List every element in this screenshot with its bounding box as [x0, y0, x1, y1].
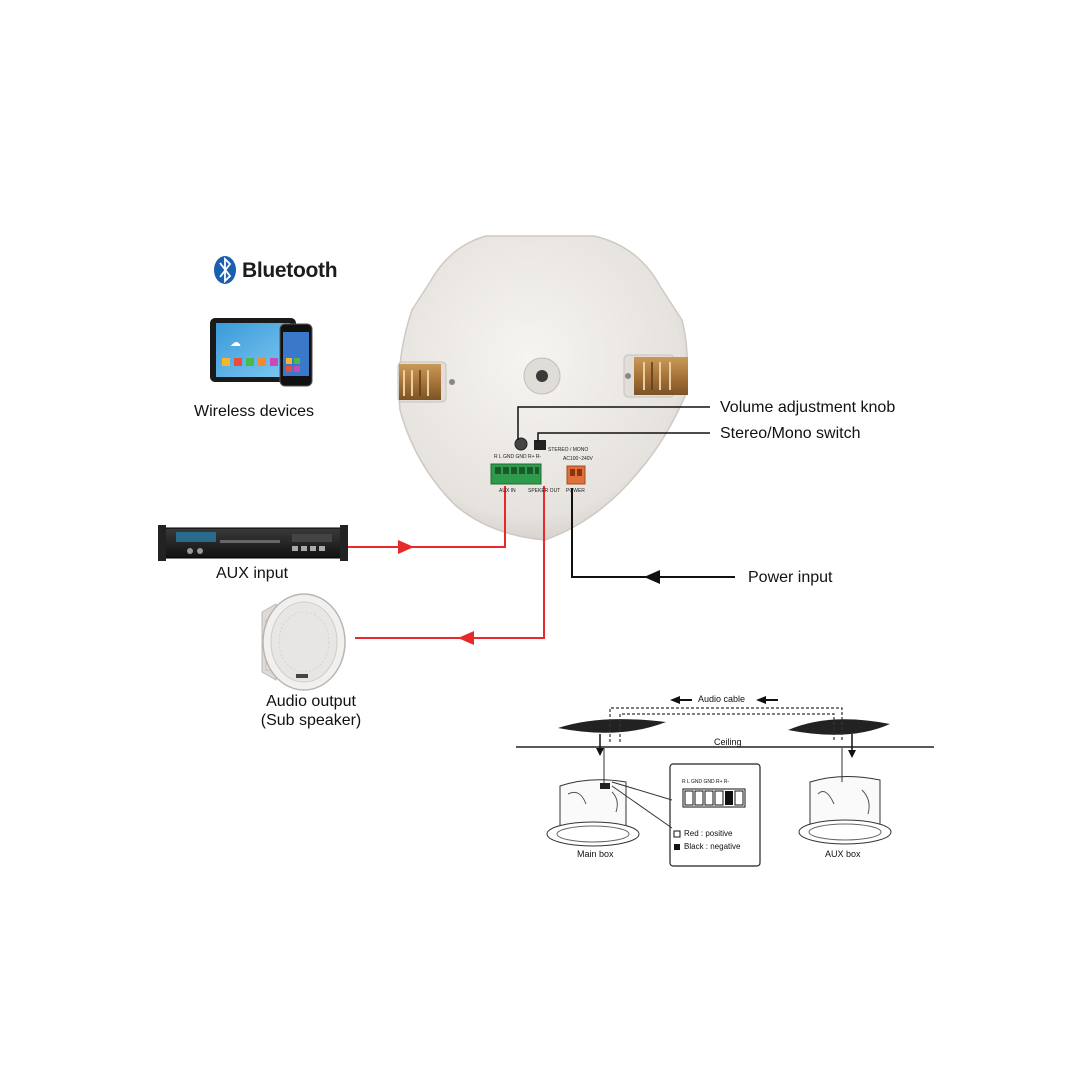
audio-cable-path	[609, 707, 843, 742]
audio-output-wire	[355, 486, 545, 639]
main-speaker	[397, 235, 689, 541]
phone-icon	[279, 323, 313, 387]
bluetooth-brand: Bluetooth	[238, 256, 338, 286]
aux-input-label: AUX input	[216, 565, 289, 582]
sub-speaker-icon	[261, 593, 346, 691]
stereo-callout-line	[537, 432, 710, 441]
svg-text:☁: ☁	[230, 337, 241, 349]
red-positive-note: Red : positive	[684, 829, 733, 838]
aux-grille-disc	[788, 719, 890, 735]
panel-ac-label: AC100~240V	[563, 456, 593, 462]
power-wire	[571, 488, 735, 578]
bluetooth-logo-icon	[214, 256, 236, 284]
audio-output-label: Audio output	[266, 693, 356, 710]
wireless-devices-label: Wireless devices	[194, 403, 315, 420]
tablet-icon: ☁	[210, 318, 296, 382]
main-grille-disc	[558, 719, 666, 733]
aux-rack-device-icon	[158, 525, 348, 561]
stereo-mono-switch-label: Stereo/Mono switch	[720, 425, 861, 442]
wiring-inset	[611, 763, 761, 867]
ceiling-label: Ceiling	[714, 737, 742, 747]
volume-knob	[514, 437, 528, 451]
power-arrow	[644, 570, 660, 584]
black-negative-note: Black : negative	[684, 842, 741, 851]
panel-aux-in-label: AUX IN	[499, 488, 516, 494]
sub-speaker-label: (Sub speaker)	[260, 712, 362, 729]
panel-speaker-out-label: SPEKER OUT	[528, 488, 561, 494]
panel-stereo-mono-label: STEREO / MONO	[548, 447, 589, 453]
audio-cable-label: Audio cable	[698, 694, 746, 704]
aux-box-label: AUX box	[825, 849, 861, 859]
power-input-label: Power input	[748, 569, 833, 586]
main-box-drawing	[546, 748, 640, 847]
aux-box-drawing	[798, 748, 892, 845]
volume-callout-line	[517, 406, 710, 440]
callout-lines	[517, 406, 710, 441]
mount-hole	[536, 370, 548, 382]
inset-terminal-labels: R L GND GND R+ R-	[682, 779, 730, 785]
stereo-mono-switch-body	[534, 440, 546, 450]
power-terminal	[566, 465, 586, 485]
output-arrow	[458, 631, 474, 645]
aux-arrow	[398, 540, 414, 554]
volume-knob-label: Volume adjustment knob	[720, 399, 896, 416]
installation-diagram	[516, 696, 934, 867]
bluetooth-wordmark: Bluetooth	[242, 259, 338, 282]
panel-terminal-labels: R L GND GND R+ R-	[494, 454, 542, 460]
panel-power-label: POWER	[566, 488, 585, 494]
main-box-label: Main box	[577, 849, 614, 859]
